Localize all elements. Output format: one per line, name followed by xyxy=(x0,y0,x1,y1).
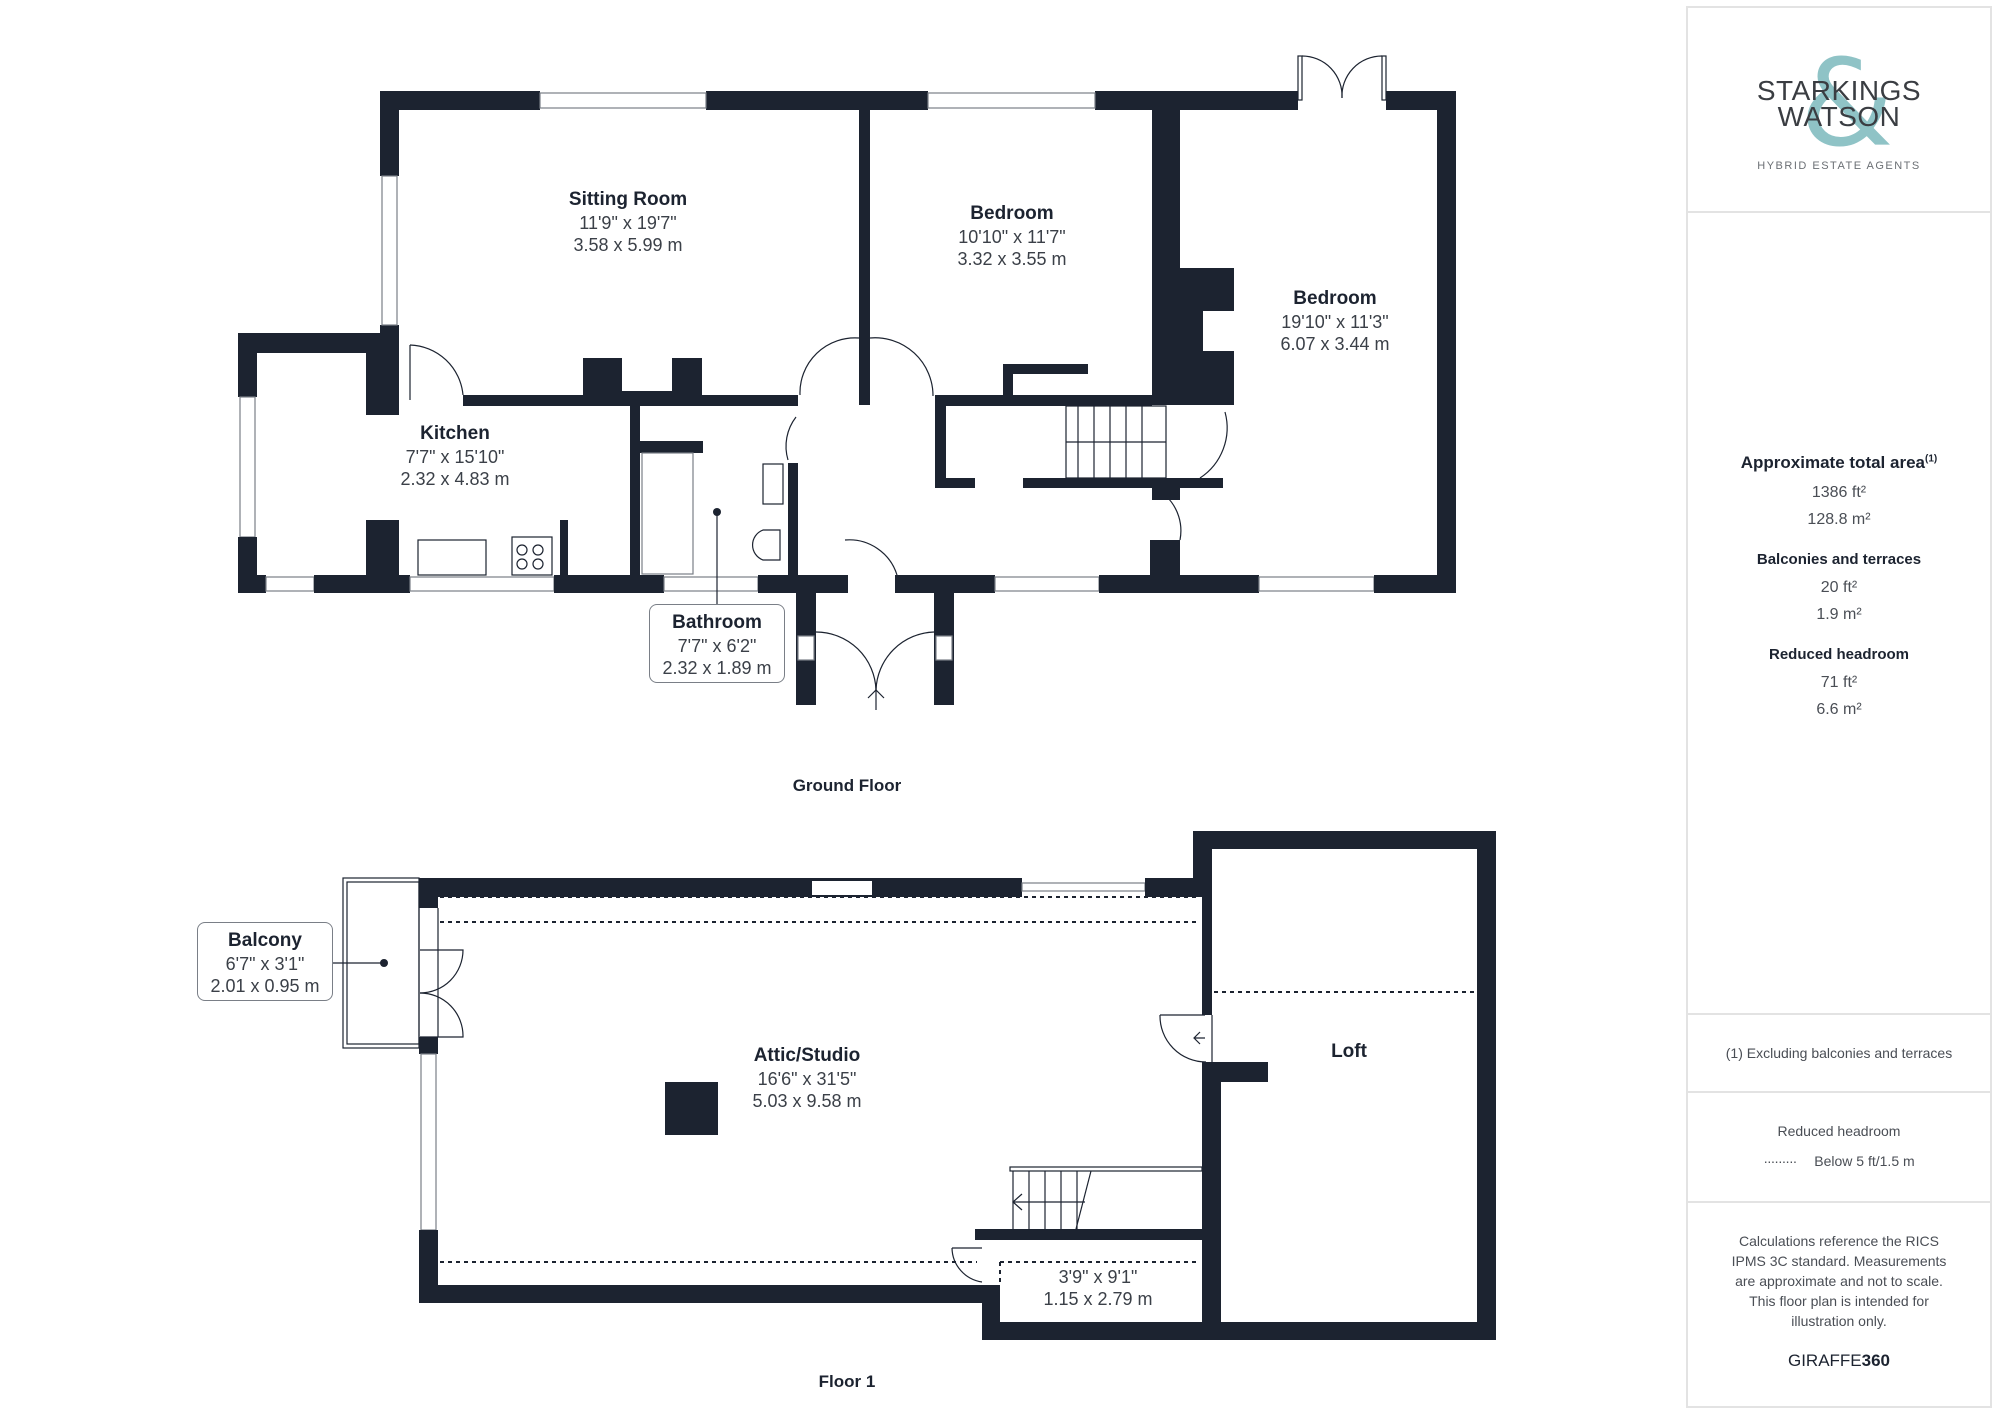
room-metric: 2.01 x 0.95 m xyxy=(210,976,320,996)
window-icon xyxy=(927,92,1096,109)
reduced-headroom-m: 6.6 m² xyxy=(1816,701,1862,718)
room-metric: 2.32 x 1.89 m xyxy=(662,658,772,678)
brand-logo: & STARKINGS WATSON HYBRID ESTATE AGENTS xyxy=(1688,8,1990,211)
room-label-attic-studio: Attic/Studio 16'6" x 31'5" 5.03 x 9.58 m xyxy=(752,1044,861,1112)
dotted-line-icon: ········· xyxy=(1763,1153,1797,1169)
info-panel: & STARKINGS WATSON HYBRID ESTATE AGENTS … xyxy=(1686,6,1992,1408)
room-name: Attic/Studio xyxy=(753,1045,861,1066)
total-area-m: 128.8 m² xyxy=(1807,511,1871,528)
giraffe360-logo: GIRAFFE360 xyxy=(1787,1351,1891,1370)
room-metric: 2.32 x 4.83 m xyxy=(400,469,510,489)
room-label-bedroom-1: Bedroom 19'10" x 11'3" 6.07 x 3.44 m xyxy=(1280,287,1389,355)
kitchen-fixtures xyxy=(417,463,784,576)
room-metric: 6.07 x 3.44 m xyxy=(1280,334,1390,354)
area-summary: Approximate total area(1) 1386 ft² 128.8… xyxy=(1688,211,1990,1015)
room-label-sitting-room: Sitting Room 11'9" x 19'7" 3.58 x 5.99 m xyxy=(569,188,687,256)
door-swings xyxy=(951,1014,1213,1283)
floor-plan-drawing xyxy=(238,55,1496,1340)
total-area-ft: 1386 ft² xyxy=(1811,484,1867,501)
room-imperial: 19'10" x 11'3" xyxy=(1281,312,1389,332)
legend-title: Reduced headroom xyxy=(1777,1123,1901,1139)
room-name: Sitting Room xyxy=(568,189,688,210)
room-metric: 1.15 x 2.79 m xyxy=(1043,1289,1153,1309)
window-icon xyxy=(539,92,707,109)
footnote-section: (1) Excluding balconies and terraces xyxy=(1688,1013,1990,1093)
room-imperial: 7'7" x 15'10" xyxy=(405,447,505,467)
room-imperial: 16'6" x 31'5" xyxy=(757,1069,857,1089)
ground-floor-title: Ground Floor xyxy=(792,776,902,795)
door-swings xyxy=(409,337,1228,710)
room-label-bathroom: Bathroom 7'7" x 6'2" 2.32 x 1.89 m xyxy=(649,604,785,683)
balconies-m: 1.9 m² xyxy=(1816,606,1862,623)
room-name: Bedroom xyxy=(970,203,1054,224)
total-area-heading: Approximate total area(1) xyxy=(1740,453,1938,472)
room-label-balcony: Balcony 6'7" x 3'1" 2.01 x 0.95 m xyxy=(197,922,333,1001)
room-label-kitchen: Kitchen 7'7" x 15'10" 2.32 x 4.83 m xyxy=(400,422,509,490)
balconies-ft: 20 ft² xyxy=(1820,579,1858,596)
room-label-loft: Loft xyxy=(1331,1040,1367,1064)
brand-name-line2: WATSON xyxy=(1777,101,1901,132)
room-name: Kitchen xyxy=(420,423,490,444)
room-name: Bathroom xyxy=(672,612,762,633)
reduced-headroom-ft: 71 ft² xyxy=(1820,674,1858,691)
room-name: Balcony xyxy=(228,930,302,951)
footnote: (1) Excluding balconies and terraces xyxy=(1725,1045,1953,1061)
reduced-headroom-lines xyxy=(440,896,1475,1285)
room-name: Bedroom xyxy=(1293,288,1377,309)
legend-section: Reduced headroom ········· Below 5 ft/1.5… xyxy=(1688,1091,1990,1203)
floor-1-walls xyxy=(419,831,1496,1340)
staircase-icon xyxy=(1009,1166,1203,1230)
room-imperial: 7'7" x 6'2" xyxy=(677,636,757,656)
room-metric: 3.58 x 5.99 m xyxy=(573,235,683,255)
ground-floor-walls xyxy=(238,91,1456,705)
room-metric: 3.32 x 3.55 m xyxy=(957,249,1067,269)
room-name: Loft xyxy=(1331,1041,1367,1062)
legend-text: Below 5 ft/1.5 m xyxy=(1814,1153,1915,1169)
room-imperial: 11'9" x 19'7" xyxy=(579,213,677,233)
legend-row: ········· Below 5 ft/1.5 m xyxy=(1688,1151,1990,1171)
floor-1-title: Floor 1 xyxy=(818,1372,876,1391)
room-imperial: 10'10" x 11'7" xyxy=(958,227,1066,247)
room-metric: 5.03 x 9.58 m xyxy=(752,1091,862,1111)
room-label-bedroom-2: Bedroom 10'10" x 11'7" 3.32 x 3.55 m xyxy=(957,202,1066,270)
reduced-headroom-heading: Reduced headroom xyxy=(1768,646,1910,663)
staircase-icon xyxy=(1065,405,1167,479)
room-imperial: 3'9" x 9'1" xyxy=(1058,1267,1138,1287)
disclaimer: Calculations reference the RICS IPMS 3C … xyxy=(1731,1233,1947,1329)
ampersand-logo-icon: & xyxy=(1800,35,1894,174)
room-imperial: 6'7" x 3'1" xyxy=(225,954,305,974)
bathroom-pointer xyxy=(713,508,721,604)
disclaimer-section: Calculations reference the RICS IPMS 3C … xyxy=(1688,1201,1990,1410)
french-doors-icon xyxy=(1297,55,1387,101)
brand-name-line1: STARKINGS xyxy=(1756,75,1922,106)
room-label-store: 3'9" x 9'1" 1.15 x 2.79 m xyxy=(1043,1266,1152,1310)
brand-tagline: HYBRID ESTATE AGENTS xyxy=(1757,160,1921,172)
balconies-heading: Balconies and terraces xyxy=(1756,551,1922,568)
